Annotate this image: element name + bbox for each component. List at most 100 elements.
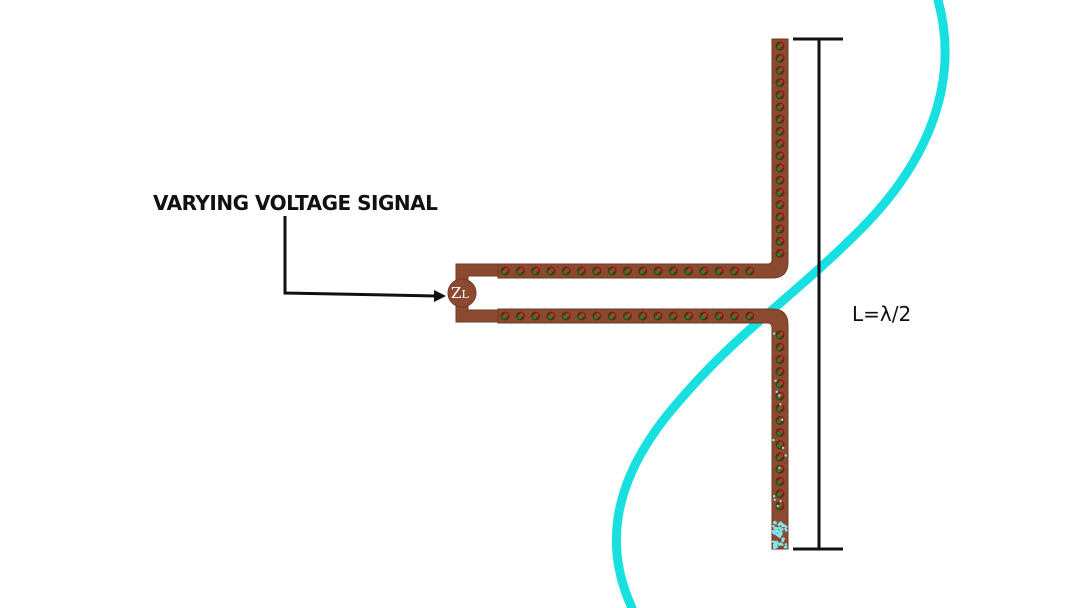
current-particle xyxy=(771,540,775,543)
charge-bead xyxy=(653,266,663,276)
arrow-right-icon xyxy=(434,290,446,302)
charge-bead xyxy=(577,266,586,276)
charge-bead xyxy=(775,187,785,197)
current-particle xyxy=(777,523,780,527)
charge-bead xyxy=(775,489,785,499)
charge-bead xyxy=(592,266,602,276)
charge-bead xyxy=(775,224,785,234)
signal-label: VARYING VOLTAGE SIGNAL xyxy=(153,191,438,215)
charge-bead xyxy=(546,311,556,321)
charge-bead xyxy=(775,41,785,51)
current-particle xyxy=(774,520,777,524)
current-particle xyxy=(774,528,778,531)
current-particle xyxy=(772,495,776,498)
charge-bead xyxy=(699,311,709,321)
current-particle xyxy=(781,446,785,450)
charge-bead xyxy=(500,311,510,321)
charge-bead xyxy=(684,311,694,321)
charge-bead xyxy=(775,200,785,210)
current-particle xyxy=(775,533,779,536)
current-particle xyxy=(772,332,776,335)
charge-bead xyxy=(500,266,510,276)
charge-bead xyxy=(775,78,785,88)
charge-bead xyxy=(561,311,571,321)
charge-bead xyxy=(775,236,785,246)
charge-bead xyxy=(699,266,709,276)
charge-bead xyxy=(622,311,632,321)
charge-bead xyxy=(653,311,663,321)
charge-bead xyxy=(714,311,724,321)
current-particle xyxy=(777,394,781,397)
current-particle xyxy=(772,529,776,533)
current-particle xyxy=(784,454,787,457)
signal-arrow xyxy=(283,216,446,302)
charge-bead xyxy=(775,330,785,340)
charge-bead xyxy=(745,311,755,321)
current-particle xyxy=(773,498,776,501)
current-particle xyxy=(779,500,782,503)
length-label: L=λ/2 xyxy=(852,302,911,326)
charge-bead xyxy=(561,266,571,276)
current-particle xyxy=(784,527,787,531)
charge-bead xyxy=(775,139,785,149)
dipole-conductors xyxy=(455,38,789,550)
current-particle xyxy=(784,543,788,546)
charge-bead xyxy=(775,151,785,161)
current-particle xyxy=(782,524,786,527)
charge-bead xyxy=(638,311,648,321)
current-particle xyxy=(772,524,775,528)
charge-bead xyxy=(531,311,541,321)
current-particle xyxy=(778,531,781,535)
load-impedance: ZL xyxy=(447,278,477,308)
current-particle xyxy=(779,542,782,545)
current-particle xyxy=(772,546,776,550)
charge-bead xyxy=(775,342,785,352)
charge-bead xyxy=(714,266,724,276)
charge-bead xyxy=(775,476,785,486)
current-particle xyxy=(778,466,781,469)
charge-bead xyxy=(775,126,785,136)
charge-bead xyxy=(775,53,785,63)
current-particle xyxy=(781,418,784,421)
length-dimension-line xyxy=(793,37,843,551)
current-particle xyxy=(781,538,785,542)
charge-bead xyxy=(515,266,525,276)
current-particle xyxy=(778,526,781,530)
charge-bead xyxy=(775,212,785,222)
charge-bead xyxy=(775,452,785,462)
lower-dipole-arm xyxy=(497,308,789,550)
current-particle xyxy=(775,545,779,549)
charge-bead xyxy=(775,354,785,364)
current-particle xyxy=(779,403,782,406)
charge-bead xyxy=(775,464,785,474)
current-particle xyxy=(775,390,778,394)
charge-bead xyxy=(622,266,632,276)
charge-bead xyxy=(775,175,785,185)
charge-bead xyxy=(592,311,602,321)
current-particle xyxy=(783,545,787,549)
charge-bead xyxy=(607,311,617,321)
charge-bead xyxy=(775,102,785,112)
load-label: ZL xyxy=(451,284,469,302)
charge-bead xyxy=(775,415,785,425)
current-particle xyxy=(772,438,775,442)
charge-bead xyxy=(775,65,785,75)
charge-bead xyxy=(668,266,678,276)
charge-bead xyxy=(515,311,525,321)
charge-bead xyxy=(775,90,785,100)
impedance-load-icon xyxy=(447,278,477,308)
charge-bead xyxy=(775,403,785,413)
charge-bead xyxy=(775,248,785,258)
current-particle xyxy=(776,504,779,508)
charge-bead xyxy=(531,266,541,276)
charge-bead xyxy=(775,163,785,173)
charge-bead xyxy=(577,311,586,321)
current-particle xyxy=(780,522,784,526)
charge-bead xyxy=(607,266,617,276)
upper-dipole-arm xyxy=(497,38,789,279)
current-particle xyxy=(774,379,777,383)
charge-bead xyxy=(775,367,785,377)
charge-bead xyxy=(730,266,739,276)
charge-bead xyxy=(730,311,739,321)
